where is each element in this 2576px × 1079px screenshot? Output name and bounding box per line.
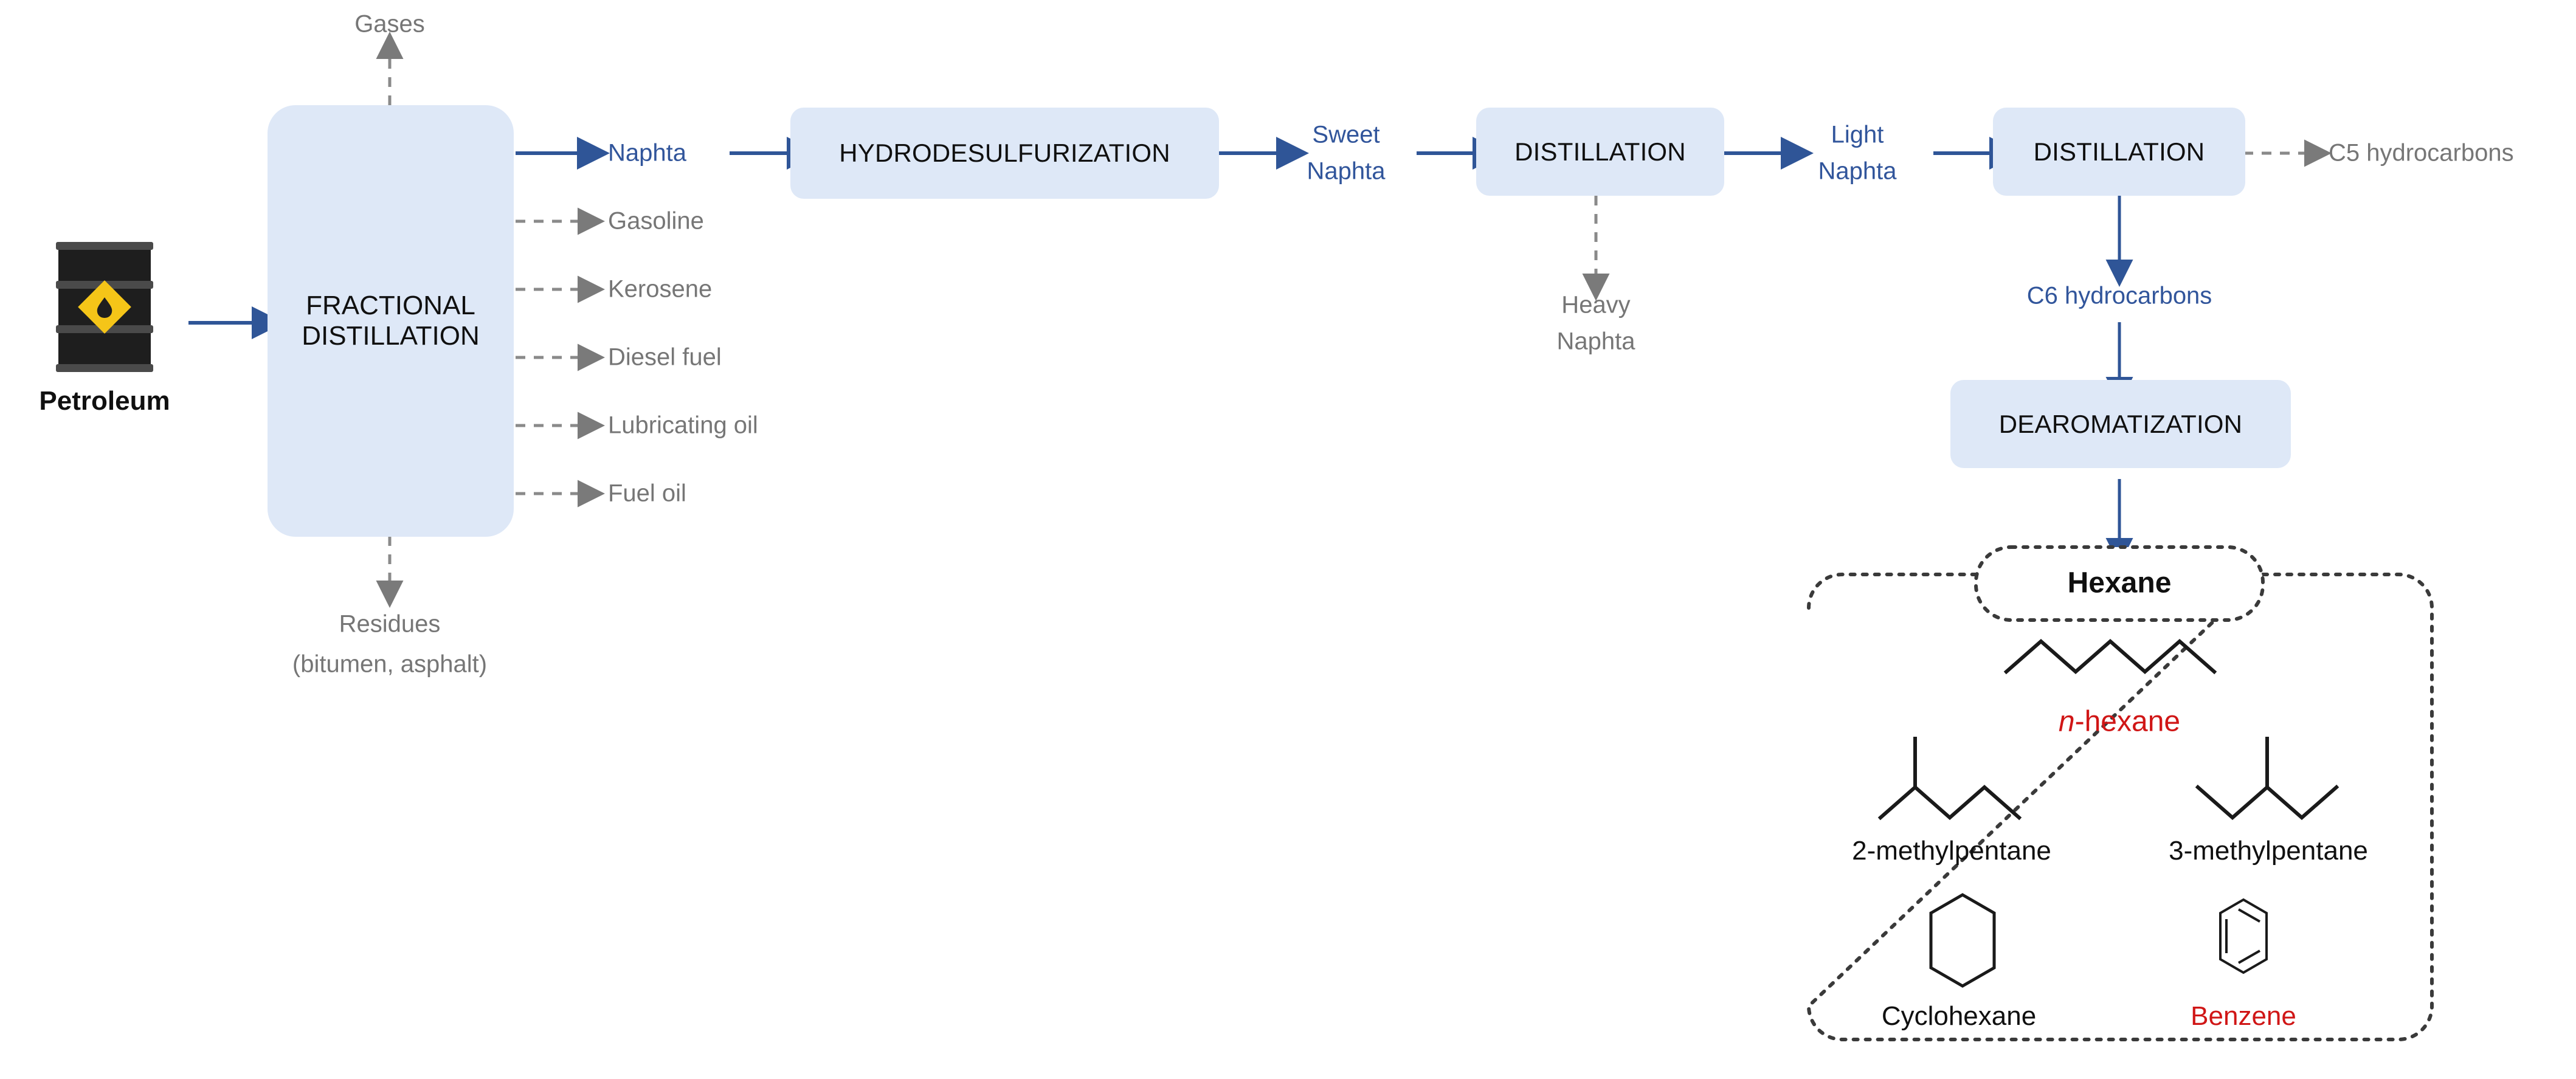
molecule-cyclohexane <box>1929 893 1996 988</box>
light-naphta-label-line-2: Naphta <box>1818 157 1897 185</box>
process-box-dearomatization[interactable]: DEAROMATIZATION <box>1950 380 2291 468</box>
distillation-2-label: DISTILLATION <box>2033 137 2205 166</box>
fractional-distillation-line-2: DISTILLATION <box>302 321 480 351</box>
heavy-naphta-label-line-2: Naphta <box>1556 328 1635 355</box>
process-box-hydrodesulfurization[interactable]: HYDRODESULFURIZATION <box>790 108 1219 199</box>
residues-label-line-2: (bitumen, asphalt) <box>292 650 488 678</box>
process-box-distillation-1[interactable]: DISTILLATION <box>1476 108 1724 196</box>
side-cut-label-kerosene: Kerosene <box>608 275 713 303</box>
hexane-group-title: Hexane <box>2067 567 2172 599</box>
sweet-naphta-label-line-2: Naphta <box>1307 157 1386 185</box>
n-hexane-prefix: n <box>2058 705 2075 738</box>
side-cut-label-naphta: Naphta <box>608 139 686 167</box>
fractional-distillation-line-1: FRACTIONAL <box>306 291 475 320</box>
side-cut-label-fuel-oil: Fuel oil <box>608 480 686 507</box>
sweet-naphta-label-line-1: Sweet <box>1312 121 1380 148</box>
c6-hydrocarbons-label: C6 hydrocarbons <box>2026 282 2212 309</box>
side-cut-label-gasoline: Gasoline <box>608 207 704 235</box>
molecule-benzene <box>2219 898 2268 974</box>
product-label-3-methylpentane: 3-methylpentane <box>2169 836 2368 866</box>
product-label-benzene: Benzene <box>2191 1001 2296 1032</box>
side-cut-label-diesel-fuel: Diesel fuel <box>608 343 722 371</box>
light-naphta-label-line-1: Light <box>1831 121 1884 148</box>
product-label-cyclohexane: Cyclohexane <box>1881 1001 2037 1032</box>
hydrodesulfurization-label: HYDRODESULFURIZATION <box>839 139 1170 167</box>
distillation-1-label: DISTILLATION <box>1514 137 1686 166</box>
product-label-n-hexane: n-hexane <box>2059 705 2180 740</box>
hexane-products-container <box>1806 573 2434 1041</box>
hexane-group-pill <box>1974 545 2265 622</box>
n-hexane-rest: -hexane <box>2074 705 2181 738</box>
c5-hydrocarbons-label: C5 hydrocarbons <box>2329 139 2514 167</box>
petroleum-label: Petroleum <box>39 386 170 416</box>
product-label-2-methylpentane: 2-methylpentane <box>1852 836 2051 866</box>
heavy-naphta-label-line-1: Heavy <box>1561 291 1631 319</box>
process-box-distillation-2[interactable]: DISTILLATION <box>1993 108 2245 196</box>
molecule-2-methylpentane <box>1877 737 2022 821</box>
molecule-n-hexane <box>2003 639 2217 675</box>
oil-barrel-icon <box>56 241 153 373</box>
molecule-3-methylpentane <box>2195 737 2339 820</box>
gases-label: Gases <box>354 10 425 38</box>
residues-label-line-1: Residues <box>339 610 441 638</box>
dearomatization-label: DEAROMATIZATION <box>1998 409 2243 438</box>
process-box-fractional-distillation[interactable]: FRACTIONAL DISTILLATION <box>268 105 514 537</box>
side-cut-label-lubricating-oil: Lubricating oil <box>608 412 758 439</box>
